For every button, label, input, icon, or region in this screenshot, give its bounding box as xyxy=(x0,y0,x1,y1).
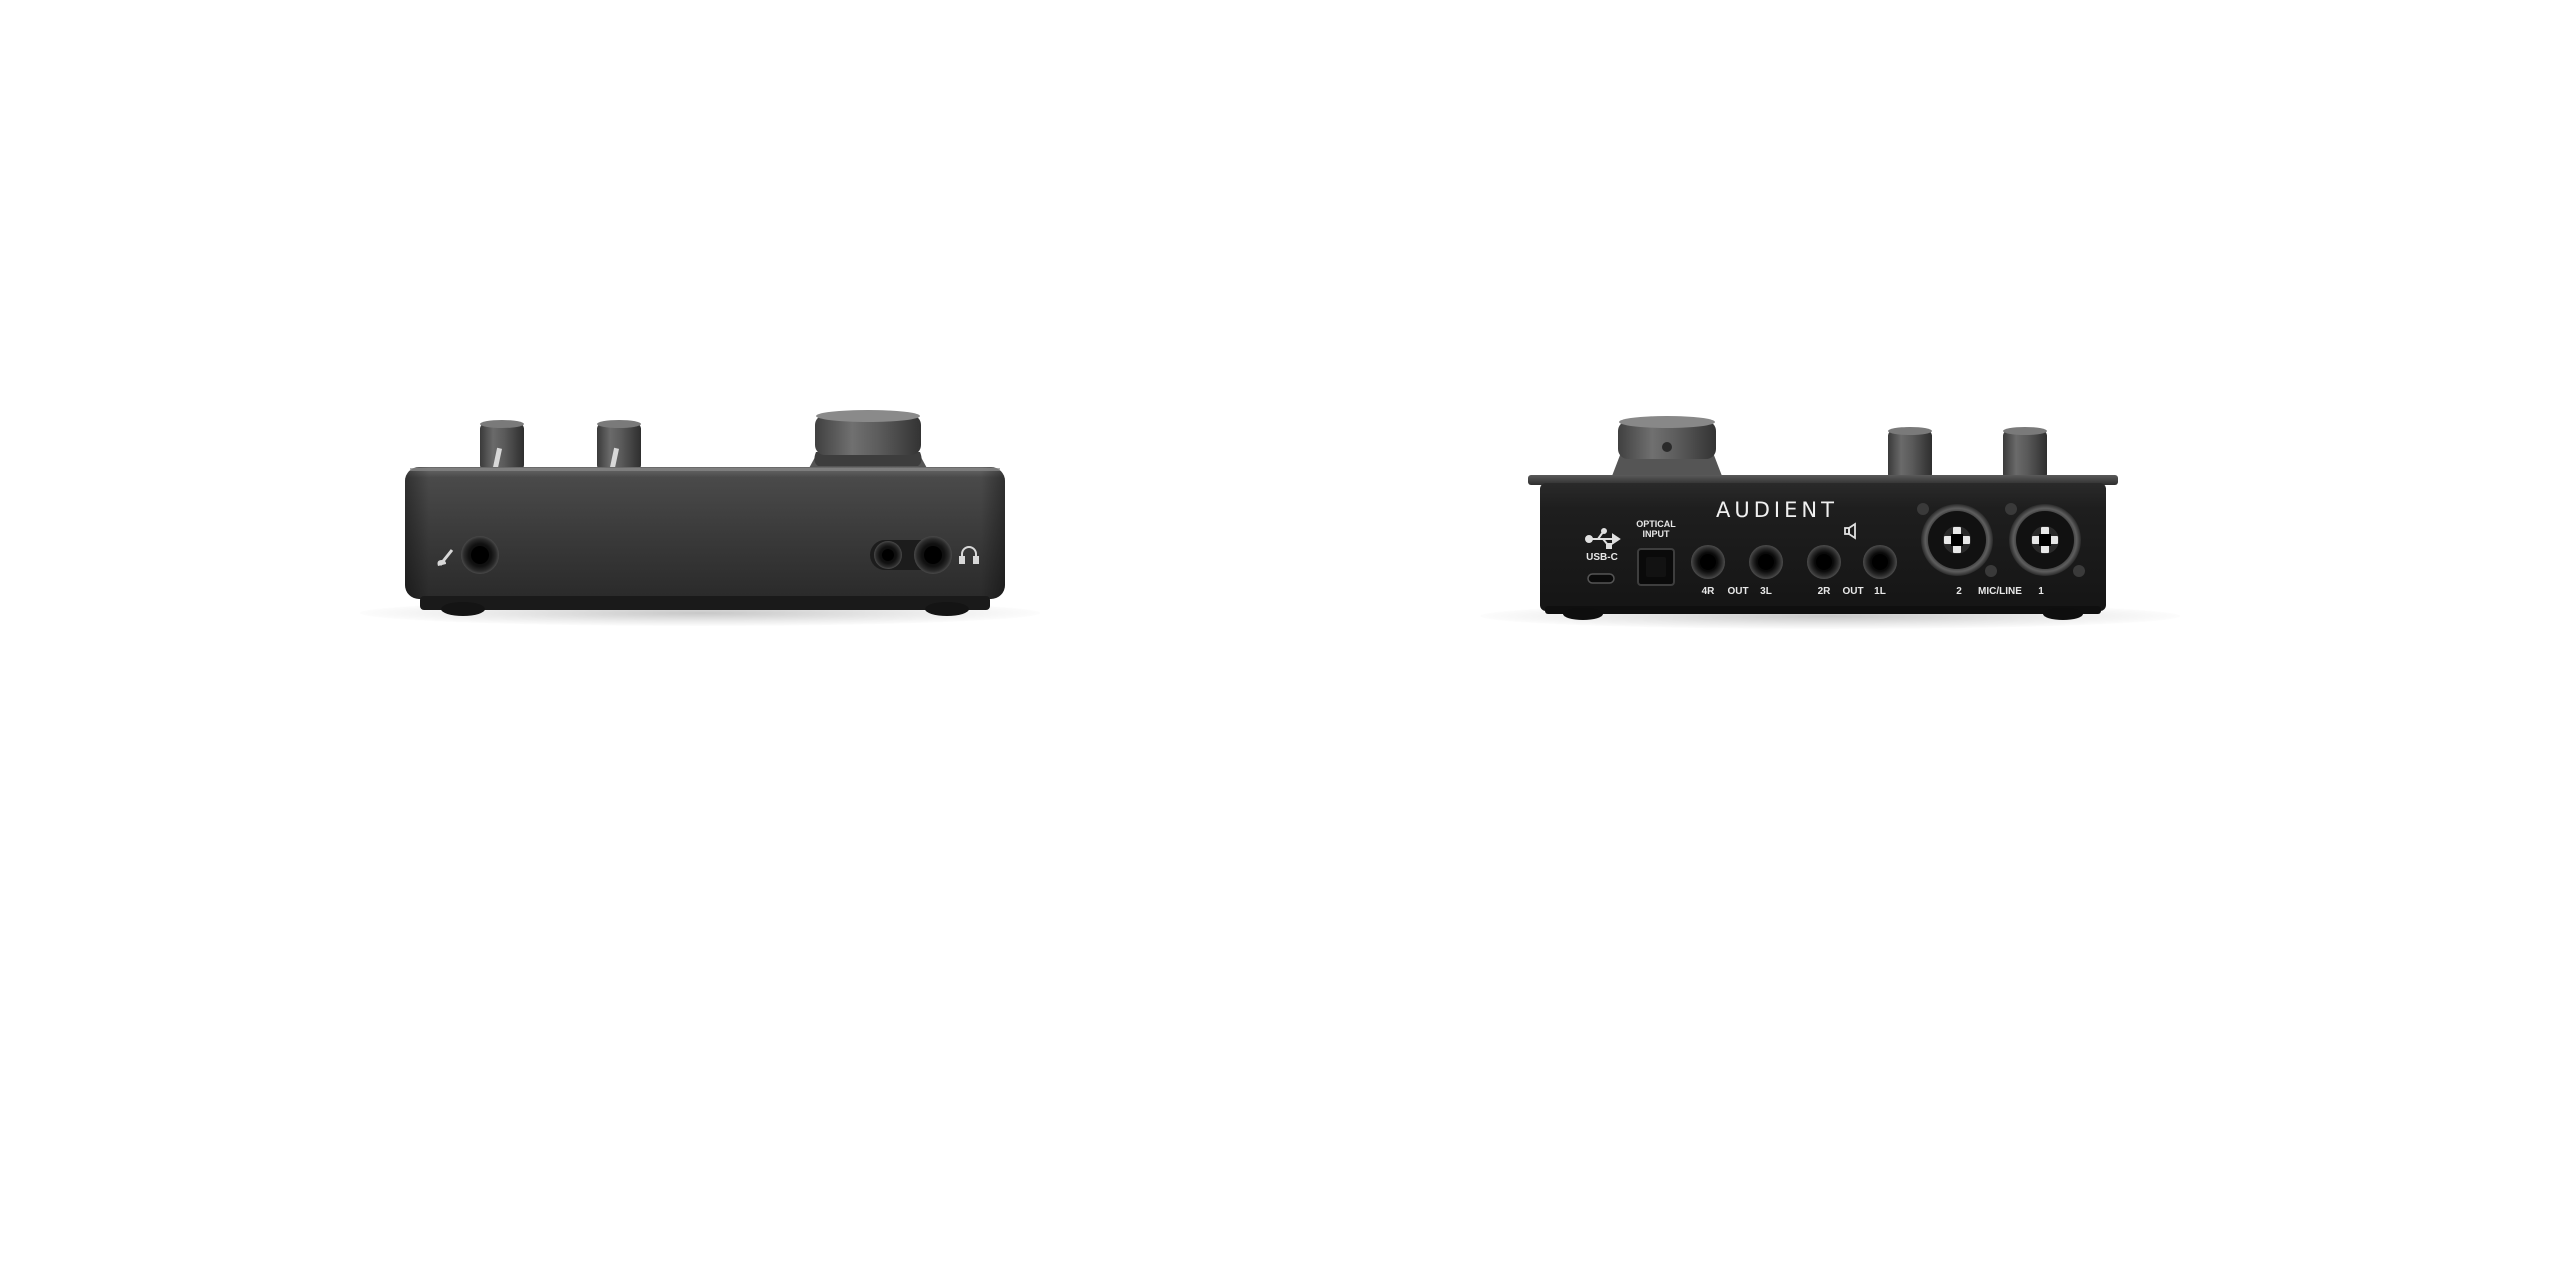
out-label-b-mid: OUT xyxy=(1842,586,1864,597)
optical-label-line2: INPUT xyxy=(1642,529,1670,539)
rear-view-volume-knob[interactable] xyxy=(1612,416,1722,476)
gain-knob-1[interactable] xyxy=(480,420,524,471)
monitor-volume-knob[interactable] xyxy=(808,410,928,470)
usb-icon xyxy=(1585,528,1621,549)
mic-line-label-1: 1 xyxy=(2038,586,2044,597)
brand-logo-text: AUDIENT xyxy=(1716,498,1838,522)
optical-label-line1: OPTICAL xyxy=(1636,519,1676,529)
out-label-4r: 4R xyxy=(1701,586,1715,597)
out-label-1l: 1L xyxy=(1874,586,1886,597)
line-out-jack-3l[interactable] xyxy=(1749,545,1783,579)
rear-view-gain-knob-2[interactable] xyxy=(1888,427,1932,480)
line-out-jack-2r[interactable] xyxy=(1807,545,1841,579)
mic-line-label-2: 2 xyxy=(1956,586,1962,597)
optical-input-port[interactable] xyxy=(1637,548,1675,586)
usb-c-port[interactable] xyxy=(1587,573,1615,584)
mic-line-input-1[interactable] xyxy=(2005,503,2085,577)
out-label-2r: 2R xyxy=(1817,586,1831,597)
front-foot-right xyxy=(925,602,969,616)
rear-foot-right xyxy=(2043,608,2083,620)
out-label-3l: 3L xyxy=(1760,586,1772,597)
headphones-icon xyxy=(959,546,979,564)
usb-c-label: USB-C xyxy=(1586,552,1618,563)
mic-line-label-mid: MIC/LINE xyxy=(1978,586,2022,597)
instrument-input-jack[interactable] xyxy=(461,536,499,574)
gain-knob-2[interactable] xyxy=(597,420,641,471)
line-out-jack-1l[interactable] xyxy=(1863,545,1897,579)
line-out-jack-4r[interactable] xyxy=(1691,545,1725,579)
headphone-output-jacks[interactable] xyxy=(870,536,952,574)
mic-line-input-2[interactable] xyxy=(1917,503,1997,577)
rear-view-gain-knob-1[interactable] xyxy=(2003,427,2047,480)
rear-foot-left xyxy=(1563,608,1603,620)
out-label-a-mid: OUT xyxy=(1727,586,1749,597)
instrument-icon xyxy=(437,549,454,566)
front-foot-left xyxy=(441,602,485,616)
speaker-icon xyxy=(1844,522,1856,540)
